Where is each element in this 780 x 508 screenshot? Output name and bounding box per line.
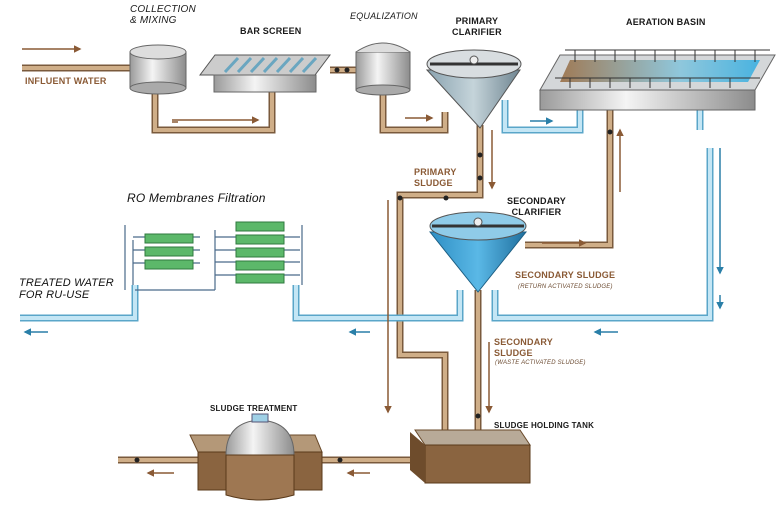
label-aeration-basin: AERATION BASIN xyxy=(626,17,706,27)
label-ro-membranes-filtration: RO Membranes Filtration xyxy=(127,191,266,205)
flow-arrows xyxy=(22,45,724,477)
label-line: PRIMARY xyxy=(455,16,499,26)
bar-screen xyxy=(199,54,331,93)
collection-tank xyxy=(129,44,187,95)
label-line: CLARIFIER xyxy=(511,207,562,217)
label-collection-mixing: COLLECTION& MIXING xyxy=(130,4,196,26)
label-line: SECONDARY xyxy=(494,337,553,347)
label-waste-activated-sludge: (WASTE ACTIVATED SLUDGE) xyxy=(495,360,586,366)
label-return-activated-sludge: (RETURN ACTIVATED SLUDGE) xyxy=(518,284,613,290)
label-line: COLLECTION xyxy=(130,4,196,15)
water-pipes xyxy=(20,100,714,322)
equalization-tank xyxy=(355,42,411,96)
label-line: SECONDARY xyxy=(507,196,566,206)
ro-membrane-units xyxy=(124,221,303,291)
sludge-holding-tank xyxy=(410,429,531,484)
sludge-pipes xyxy=(22,64,614,464)
label-sludge-treatment: SLUDGE TREATMENT xyxy=(210,404,298,413)
label-equalization: EQUALIZATION xyxy=(350,11,418,21)
label-influent-water: INFLUENT WATER xyxy=(25,76,107,86)
label-line: TREATED WATER xyxy=(19,277,114,289)
sludge-treatment-unit xyxy=(189,413,323,501)
primary-clarifier xyxy=(425,49,522,129)
aeration-basin xyxy=(539,49,776,111)
label-line: PRIMARY xyxy=(414,167,457,177)
label-sludge-holding-tank: SLUDGE HOLDING TANK xyxy=(494,421,595,430)
label-line: SLUDGE xyxy=(414,178,453,188)
label-line: CLARIFIER xyxy=(452,27,502,37)
label-line: FOR RU-USE xyxy=(19,289,90,301)
secondary-clarifier xyxy=(428,211,528,293)
label-secondary-sludge-return: SECONDARY SLUDGE xyxy=(515,270,616,280)
label-line: SLUDGE xyxy=(494,348,533,358)
label-bar-screen: BAR SCREEN xyxy=(240,26,302,36)
label-line: & MIXING xyxy=(130,15,177,26)
